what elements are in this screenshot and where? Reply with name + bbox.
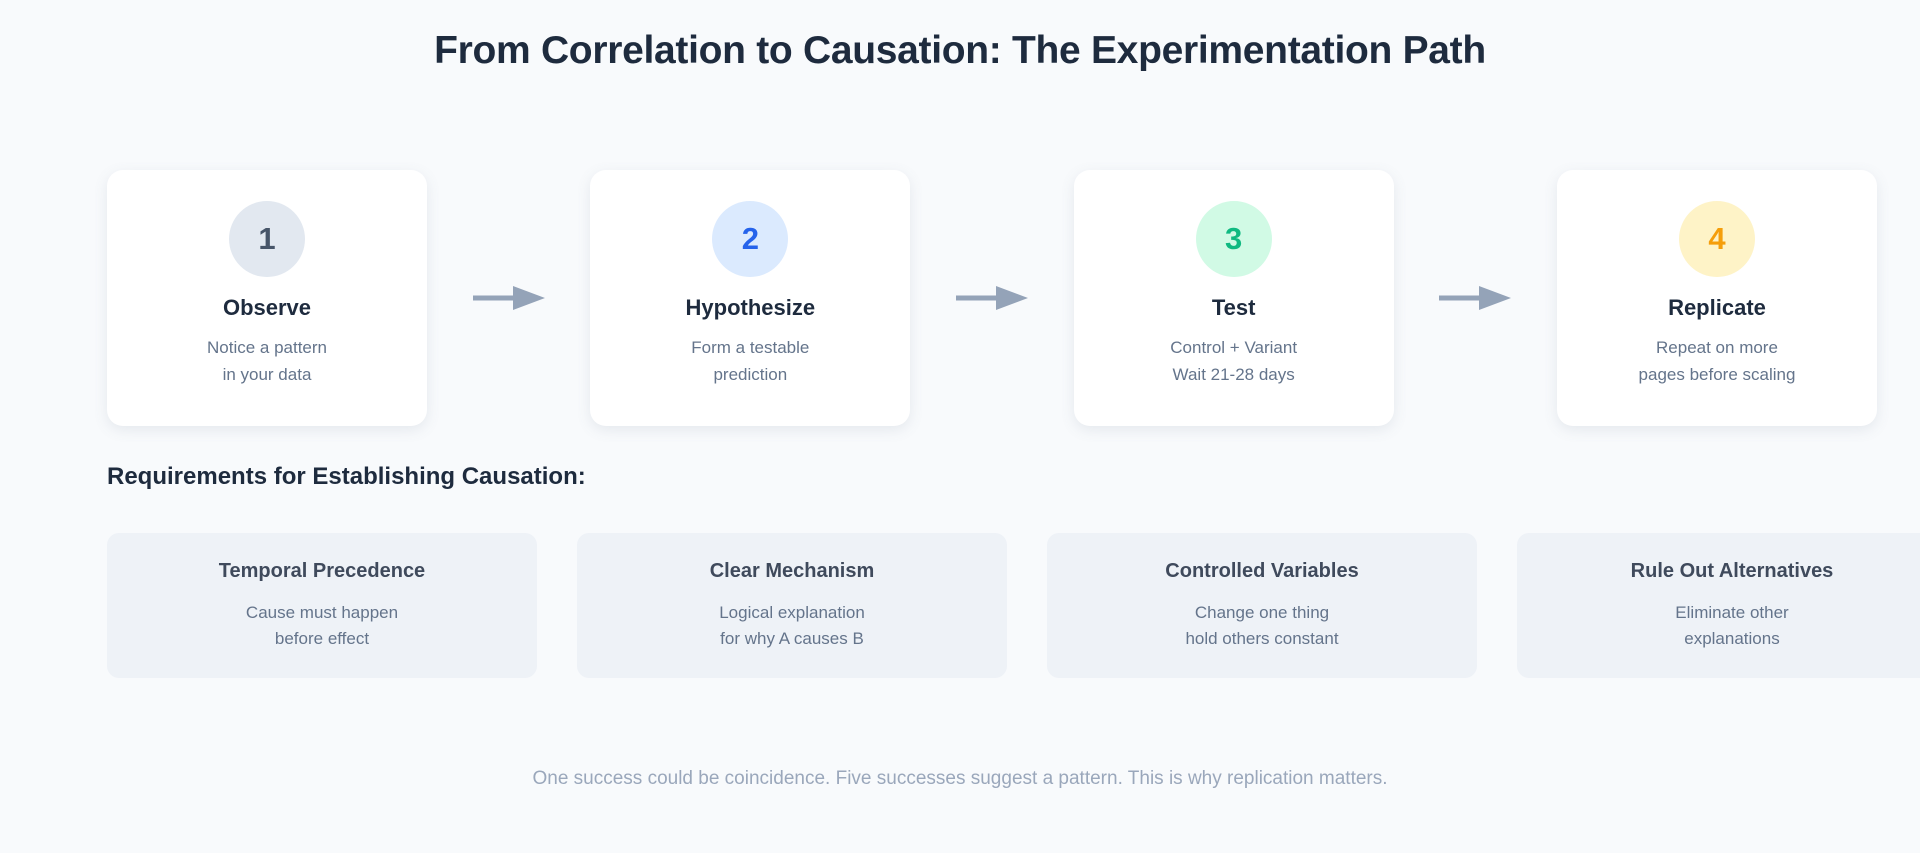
step-number-2: 2 (741, 221, 759, 256)
step-number-4: 4 (1708, 221, 1726, 256)
requirement-card-rule-out-alternatives[interactable]: Rule Out Alternatives Eliminate other ex… (1517, 533, 1920, 678)
footer-note: One success could be coincidence. Five s… (532, 768, 1388, 789)
step-number-badge-4: 4 (1678, 201, 1755, 277)
requirements-heading: Requirements for Establishing Causation: (107, 463, 586, 490)
experimentation-steps-flow: 1 Observe Notice a pattern in your data … (107, 170, 1877, 426)
step-number-badge-1: 1 (229, 201, 305, 277)
step-card-hypothesize[interactable]: 2 Hypothesize Form a testable prediction (590, 170, 911, 426)
requirement-title-1: Temporal Precedence (218, 559, 426, 582)
step-title-4: Replicate (1668, 295, 1766, 320)
step-title-1: Observe (222, 295, 312, 320)
requirement-title-4: Rule Out Alternatives (1630, 559, 1834, 582)
step-description-3: Control + Variant Wait 21-28 days (1170, 338, 1298, 384)
step-card-observe[interactable]: 1 Observe Notice a pattern in your data (107, 170, 427, 426)
requirement-description-2: Logical explanation for why A causes B (719, 602, 865, 648)
requirement-description-4: Eliminate other explanations (1675, 602, 1789, 648)
step-number-1: 1 (258, 221, 276, 256)
step-card-test[interactable]: 3 Test Control + Variant Wait 21-28 days (1073, 170, 1394, 426)
page-title: From Correlation to Causation: The Exper… (434, 29, 1486, 72)
arrow-right-icon-3 (1394, 170, 1557, 426)
step-number-3: 3 (1225, 221, 1243, 256)
requirement-card-controlled-variables[interactable]: Controlled Variables Change one thing ho… (1047, 533, 1477, 678)
step-number-badge-3: 3 (1195, 201, 1272, 277)
requirement-title-2: Clear Mechanism (709, 559, 875, 582)
step-number-badge-2: 2 (712, 201, 789, 277)
step-description-4: Repeat on more pages before scaling (1638, 338, 1796, 384)
step-card-replicate[interactable]: 4 Replicate Repeat on more pages before … (1556, 170, 1877, 426)
step-description-2: Form a testable prediction (691, 338, 810, 384)
requirement-card-temporal-precedence[interactable]: Temporal Precedence Cause must happen be… (107, 533, 537, 678)
requirement-description-1: Cause must happen before effect (245, 602, 399, 648)
step-description-1: Notice a pattern in your data (206, 338, 327, 384)
step-title-3: Test (1211, 295, 1256, 320)
arrow-right-icon-2 (910, 170, 1073, 426)
requirement-card-clear-mechanism[interactable]: Clear Mechanism Logical explanation for … (577, 533, 1007, 678)
step-title-2: Hypothesize (685, 295, 816, 320)
requirement-title-3: Controlled Variables (1165, 559, 1359, 582)
requirement-description-3: Change one thing hold others constant (1185, 602, 1339, 648)
requirements-list: Temporal Precedence Cause must happen be… (107, 533, 1920, 678)
arrow-right-icon-1 (427, 170, 590, 426)
